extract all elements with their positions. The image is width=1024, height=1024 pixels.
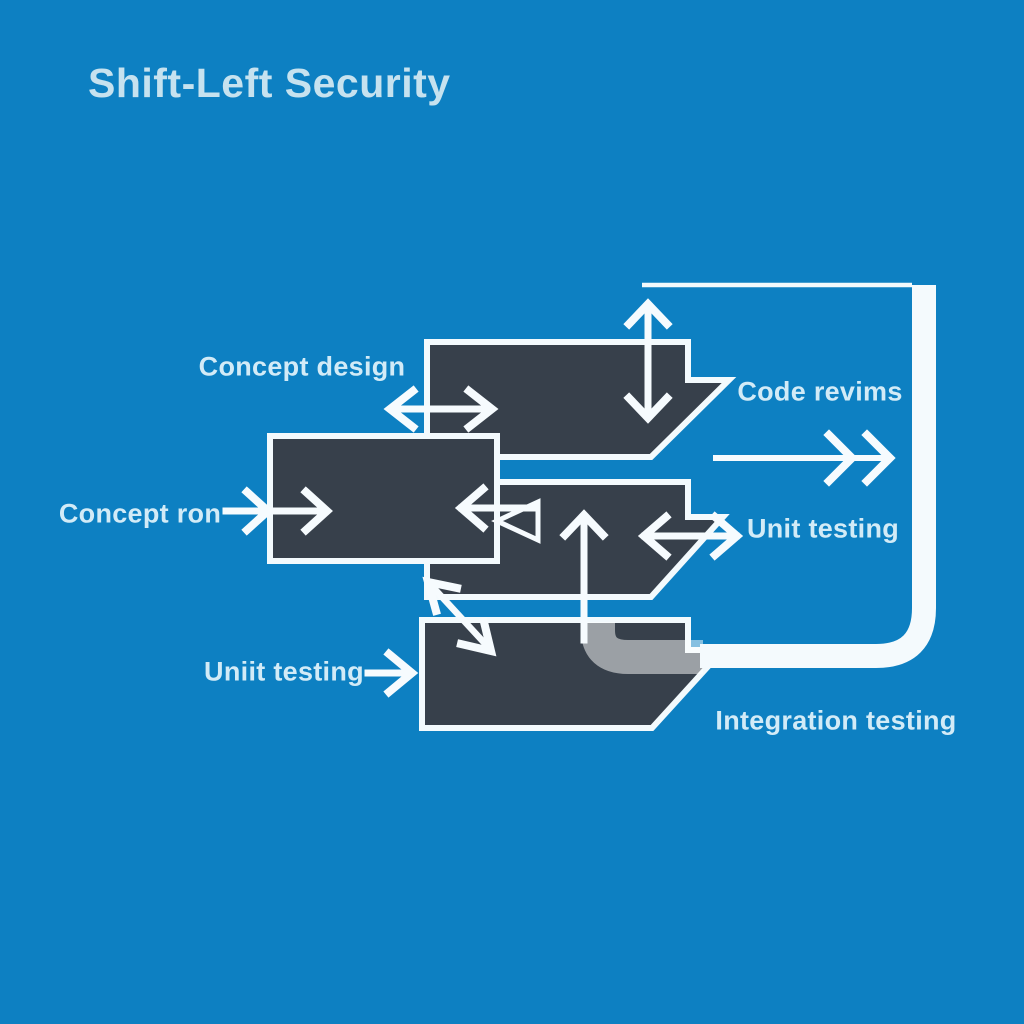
concept-ron-stage-box (267, 433, 500, 564)
unit-testing-up-arrow (559, 509, 609, 644)
unit-testing-double-arrow (637, 511, 744, 561)
uniit-testing-input-arrow (364, 648, 419, 698)
label-concept-ron: Concept ron (58, 498, 222, 529)
code-revims-forward-arrow (713, 429, 896, 487)
concept-ron-input-arrow (222, 486, 333, 536)
concept-ron-box-left-arrow (454, 483, 541, 544)
code-review-vertical-double-arrow (623, 298, 673, 424)
shift-left-feedback-band-return (700, 285, 936, 668)
label-concept-design: Concept design (198, 351, 406, 382)
shift-left-feedback-band (581, 622, 703, 674)
concept-design-double-arrow (383, 385, 499, 433)
label-uniit-testing: Uniit testing (204, 656, 364, 687)
label-code-revims: Code revims (737, 376, 903, 407)
page-title: Shift-Left Security (88, 60, 451, 106)
diagonal-double-arrow (422, 576, 497, 657)
label-unit-testing: Unit testing (746, 513, 900, 544)
label-integration-testing: Integration testing (715, 705, 957, 736)
